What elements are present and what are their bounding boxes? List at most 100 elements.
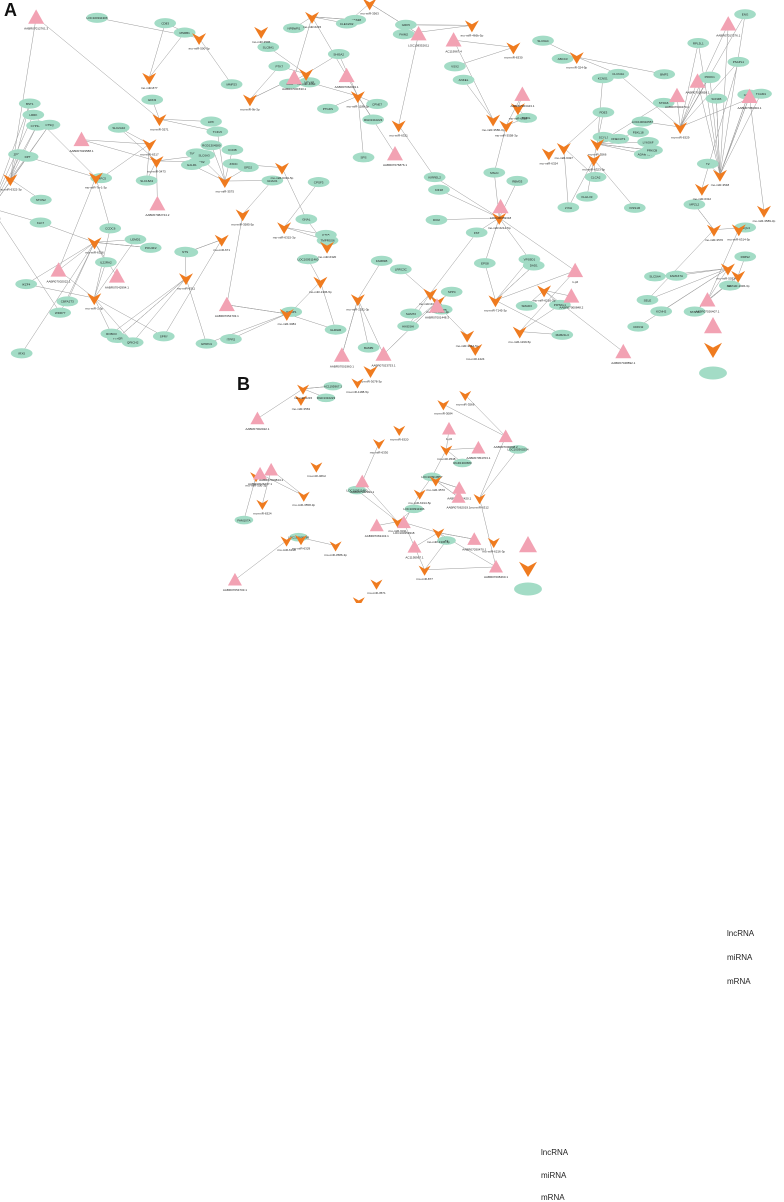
panel-b-mrna-node: LOC100911306 <box>403 505 424 514</box>
panel-a-node-label: NPBWR1 <box>287 26 300 30</box>
panel-letter-b: B <box>237 374 250 395</box>
panel-a-mirna-node: rno-miR-3473 <box>147 156 166 173</box>
panel-a-node-label: DAD1 <box>530 264 538 268</box>
panel-a-mrna-node: KCNH2 <box>650 306 672 316</box>
panel-a-mrna-node: MSLN <box>483 168 505 178</box>
panel-a-node-label: rno-miR-6216-3p <box>533 299 556 303</box>
panel-a-node-label: ROBO3 <box>106 332 117 336</box>
panel-b-mirna-node: rno-miR-6215 <box>294 385 313 400</box>
legend-a-lncrna-label: lncRNA <box>727 929 754 938</box>
panel-a-node-label: rno-miR-1-3p <box>85 306 103 310</box>
panel-a-mrna-node: PTGDS <box>317 104 339 114</box>
panel-a-lncrna-node: AABR07042994.1 <box>105 268 129 289</box>
panel-a-node-label: rno-miR-6214-5p <box>488 226 511 230</box>
panel-a-node-label: rno-miR-3473 <box>147 169 166 173</box>
panel-a-mrna-node: FAM81B <box>371 256 393 266</box>
panel-a-mirna-node: rno-miR-6327 <box>555 143 574 160</box>
panel-a-node-label: rno-miR-6317 <box>140 152 159 156</box>
panel-a-node-label: SLC8A1 <box>263 45 275 49</box>
panel-a-node-label: CCDB <box>228 148 237 152</box>
panel-a-mrna-node: GRK5 <box>395 20 417 30</box>
panel-a-lncrna-node: AABR07048892.1 <box>611 344 635 365</box>
panel-b-mrna-node: AC1195967.1 <box>324 382 343 391</box>
panel-a-node-label: ZXDC <box>230 162 239 166</box>
panel-a-node-label: rno-miR-6329 <box>671 135 690 139</box>
panel-a-node-label: AABR07048892.1 <box>611 361 635 365</box>
panel-a-mrna-node: CBFA2T3 <box>56 296 78 306</box>
panel-a-mirna-node: rno-miR-6333 <box>0 203 1 220</box>
panel-a-node-label: RBM33 <box>512 179 522 183</box>
panel-a-node-label: BST1 <box>26 102 34 106</box>
panel-a-edge <box>59 177 96 270</box>
panel-a-mrna-node: PSAPL1 <box>728 57 750 67</box>
panel-b-mirna-node: rno-miR-6312 <box>470 494 489 509</box>
panel-a-mrna-node: ZXDC <box>223 159 245 169</box>
panel-a-mrna-node: SHMT2 <box>400 308 422 318</box>
panel-b-node-label: rno-miR-3566 <box>456 402 475 406</box>
panel-b-node-label: AABR07063443.1 <box>365 534 389 538</box>
panel-a-mrna-node: IRX5 <box>11 348 33 358</box>
panel-a-mrna-node: BST1 <box>19 99 41 109</box>
panel-a-node-label: GPRIN1 <box>201 342 213 346</box>
panel-a-mrna-node: SHISA2 <box>328 49 350 59</box>
panel-a-node-label: LY6G6F <box>643 140 654 144</box>
panel-a-edge <box>94 298 111 334</box>
panel-a-node-label: rno-miR-7a-1-3p <box>85 186 107 190</box>
panel-a-node-label: AABR07029588.1 <box>69 149 93 153</box>
panel-b-node-label: AABR07026407.1 <box>248 482 272 486</box>
panel-a-node-label: rno-miR-6311 <box>177 286 195 290</box>
panel-a-mrna-node: LEMD1 <box>125 234 147 244</box>
panel-b-node-label: rno-miR-6312 <box>470 506 489 510</box>
panel-a-node-label: rno-miR-877 <box>141 86 158 90</box>
panel-b-node-label: rno-miR-6324 <box>253 511 272 515</box>
panel-b-mirna-node: rno-miR-3558-3p <box>292 492 315 507</box>
panel-a-node-label: LOC100359318 <box>490 216 512 220</box>
panel-b-mirna-node: rno-miR-6314-5p <box>408 490 431 505</box>
panel-a-edge <box>227 305 287 314</box>
panel-b-node-label: AABR07008460.1 <box>484 575 508 579</box>
panel-a-edge <box>464 80 494 120</box>
panel-a-node-label: FBXL18 <box>633 130 644 134</box>
panel-a-node-label: SPS <box>361 156 367 160</box>
panel-a-edge <box>149 33 184 78</box>
panel-a-edge <box>499 218 529 259</box>
panel-a-node-label: FAIM2 <box>399 33 408 37</box>
panel-a-node-label: VSX2 <box>451 65 459 69</box>
panel-a-mrna-node: SPRY <box>153 331 175 341</box>
panel-a-mrna-node: CTSQ <box>39 120 61 130</box>
panel-b-lncrna-node: AABR07063443.1 <box>365 519 389 538</box>
panel-b-node-label: AABR07054703.1 <box>223 588 247 592</box>
panel-a-node-label: MMP23 <box>226 83 237 87</box>
panel-a-mrna-node: GPRIN1 <box>196 339 218 349</box>
panel-a-mrna-node: LOC100910557 <box>632 117 654 127</box>
panel-a-node-label: IL22RA2 <box>100 260 112 264</box>
panel-a-node-label: SHISA2 <box>333 52 344 56</box>
panel-a-mirna-node: rno-miR-6317 <box>140 139 159 156</box>
panel-a-node-label: GPD2 <box>244 165 253 169</box>
panel-a-lncrna-node: LOC100359318 <box>490 199 512 220</box>
panel-a-mrna-node: CD83 <box>154 18 176 28</box>
panel-a-mrna-node: SELE <box>637 295 659 305</box>
panel-a-mrna-node: BMP2 <box>653 69 675 79</box>
panel-a-node-label: POU4F2 <box>145 246 157 250</box>
panel-b-legend-mrna-swatch <box>514 583 542 596</box>
panel-a-node-label: rno-miR-1188-5p <box>347 104 370 108</box>
panel-a-lncrna-node: AABR07000848.2 <box>559 288 583 309</box>
panel-b-mirna-node: rno-miR-6330 <box>370 439 389 454</box>
panel-a-edge <box>94 262 106 298</box>
panel-a-mrna-node: PRKCB <box>641 145 663 155</box>
panel-a-node-label: rno-miR-6314-5p <box>727 238 750 242</box>
panel-a-edge <box>495 265 533 300</box>
panel-a-edge <box>250 66 279 99</box>
panel-a-mirna-node: rno-miR-1306-5p <box>309 277 332 294</box>
panel-b-node-label: 1-p6 <box>446 437 452 441</box>
panel-a-node-label: TCAM1 <box>756 92 766 96</box>
panel-a-mrna-node: KLK7 <box>30 218 52 228</box>
panel-a-edge <box>435 177 500 218</box>
panel-b-edge <box>257 389 303 419</box>
panel-a-node-label: rno-miR-500-3p <box>189 46 210 50</box>
panel-b-node-label: LOC100359318 <box>393 531 415 535</box>
panel-a-lncrna-node: AABR07062019.1 <box>335 68 359 89</box>
panel-a-node-label: rno-miR-1306-5p <box>309 290 332 294</box>
panel-a-node-label: rno-miR-6323-5p <box>582 168 605 172</box>
